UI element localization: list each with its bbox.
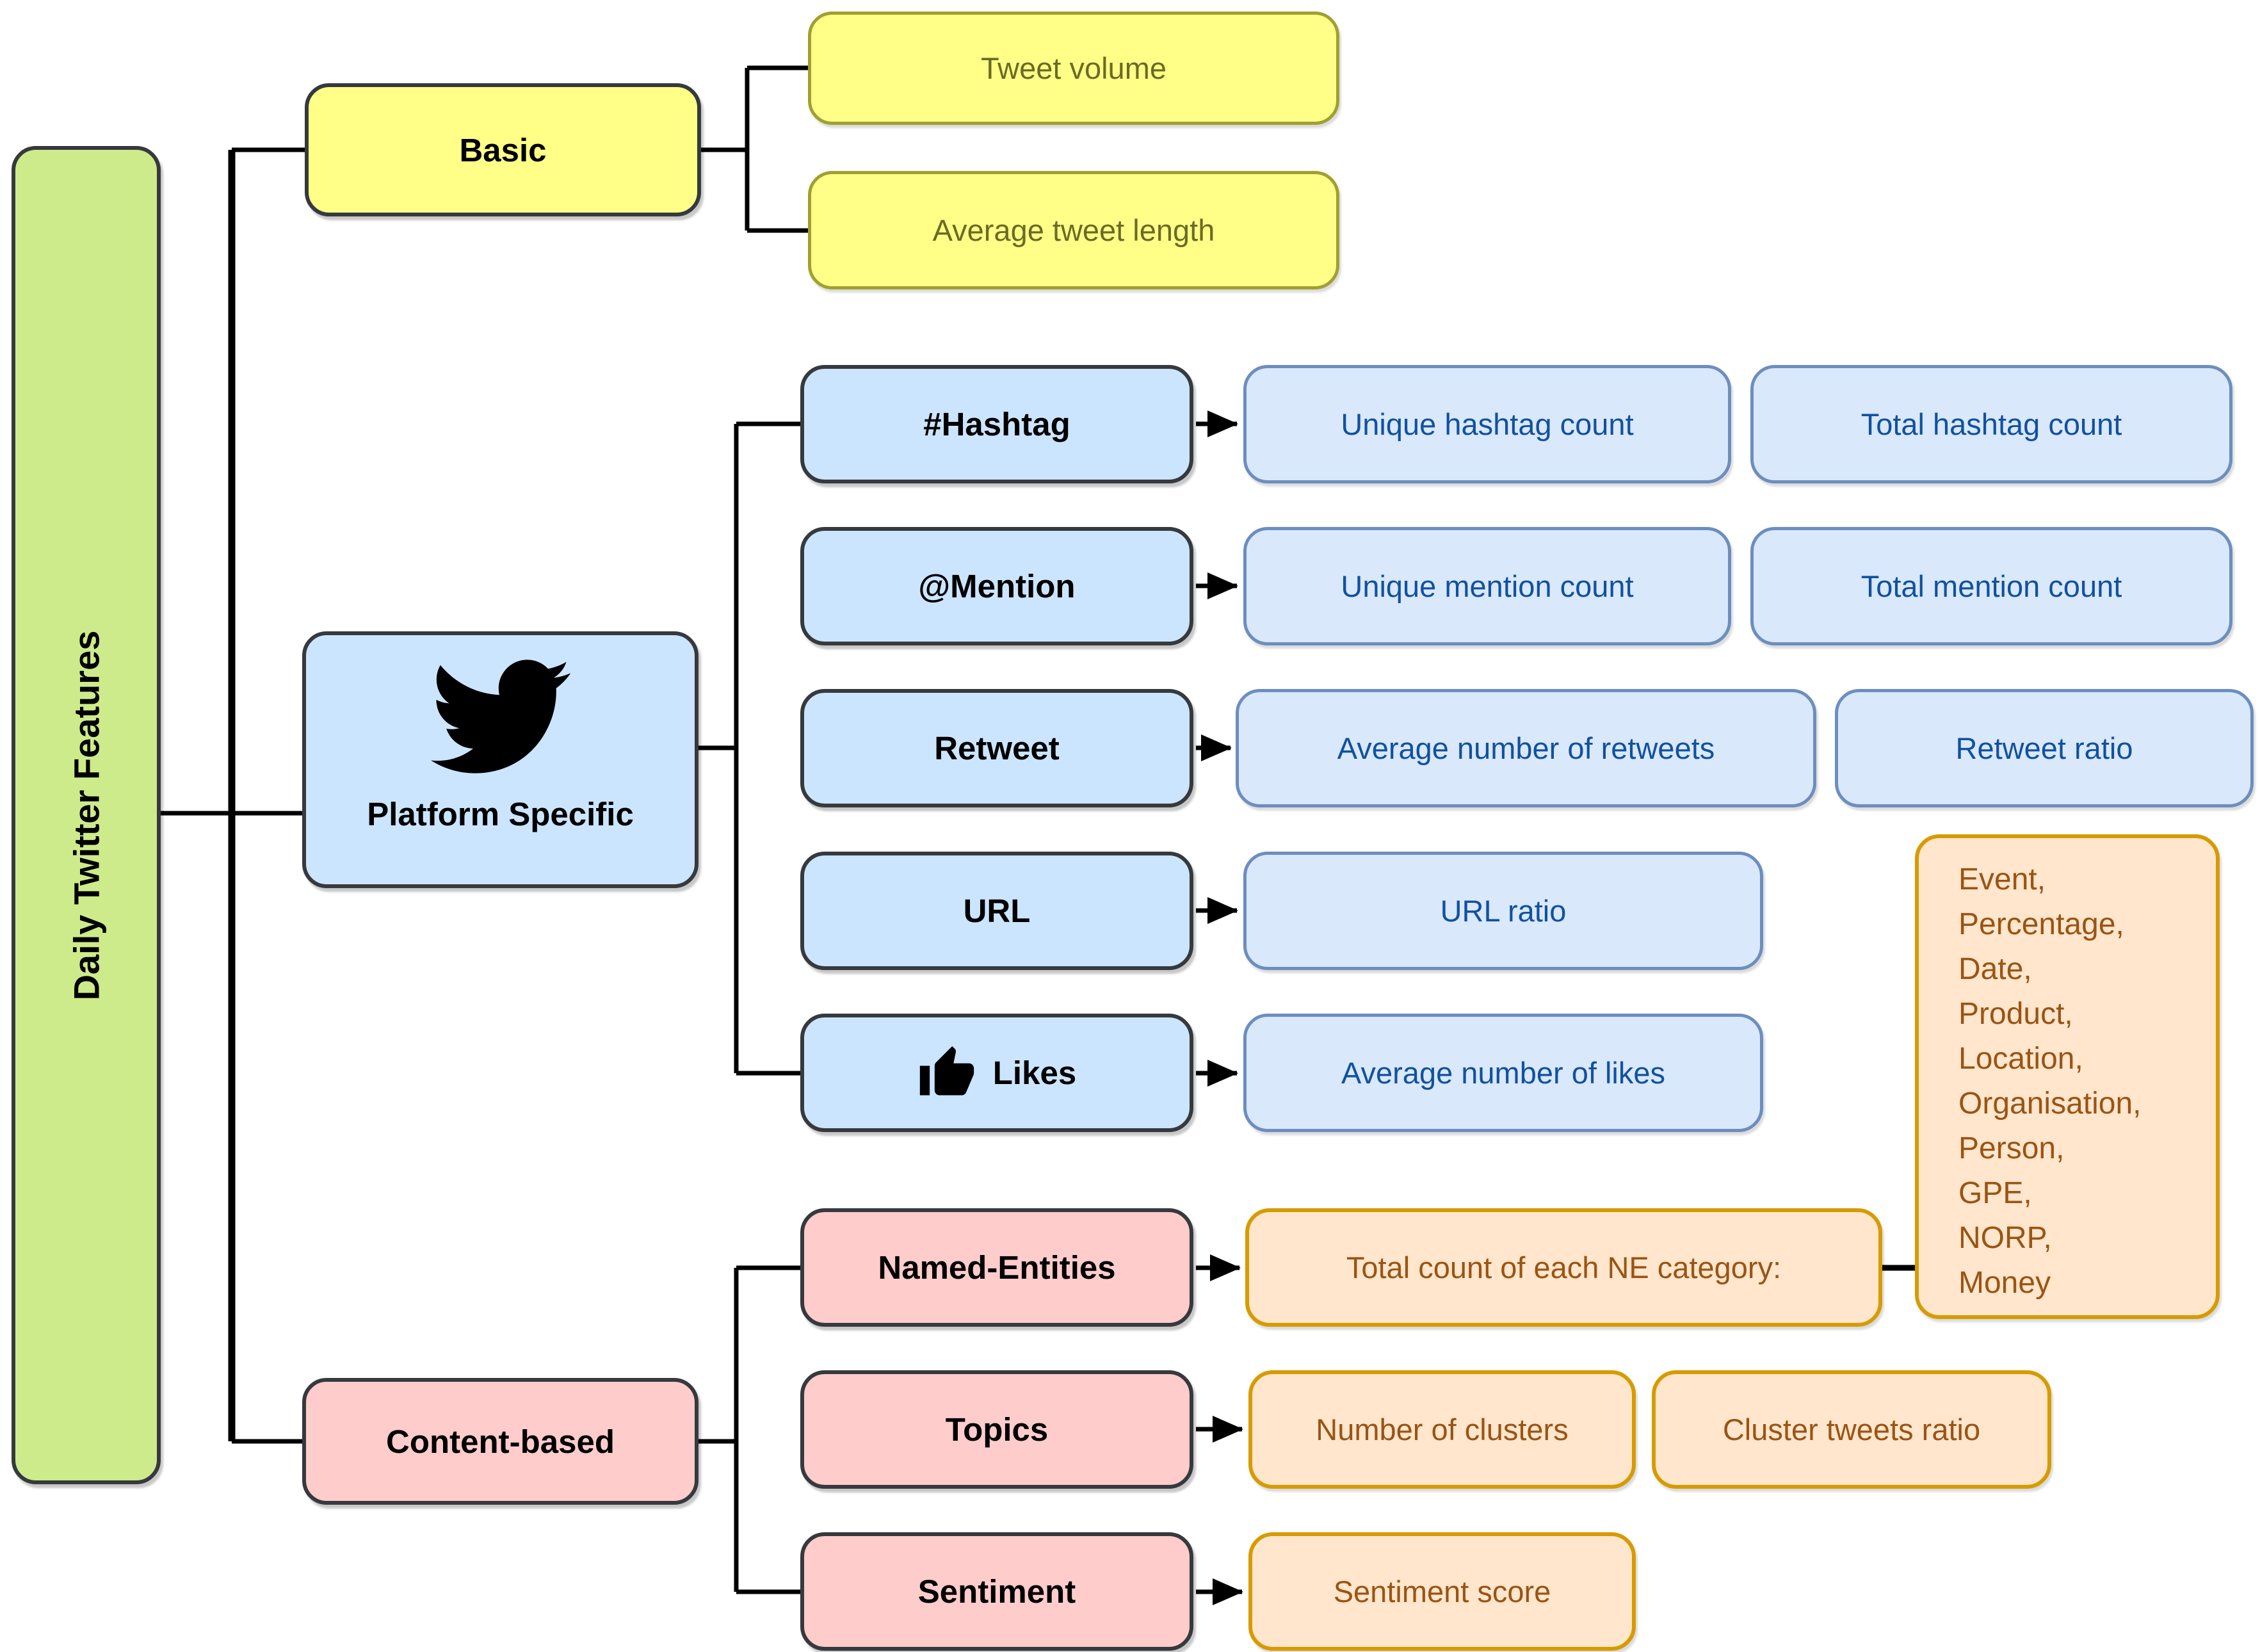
total-mention-count-box: Total mention count	[1750, 527, 2232, 645]
sentiment-label: Sentiment	[917, 1573, 1076, 1610]
hashtag-box: #Hashtag	[800, 365, 1193, 483]
named-entities-box: Named-Entities	[800, 1208, 1193, 1327]
average-number-of-retweets-label: Average number of retweets	[1337, 731, 1715, 765]
ne-total-count-label: Total count of each NE category:	[1346, 1251, 1782, 1284]
url-ratio-box: URL ratio	[1243, 852, 1763, 970]
named-entities-label: Named-Entities	[878, 1249, 1116, 1286]
url-box: URL	[800, 852, 1193, 970]
basic-category-box: Basic	[305, 83, 701, 216]
sentiment-score-box: Sentiment score	[1248, 1532, 1636, 1651]
content-based-category-box: Content-based	[302, 1378, 698, 1505]
cluster-tweets-ratio-box: Cluster tweets ratio	[1652, 1370, 2051, 1489]
mention-label: @Mention	[918, 568, 1076, 604]
retweet-ratio-box: Retweet ratio	[1835, 689, 2254, 807]
mention-box: @Mention	[800, 527, 1193, 645]
retweet-box: Retweet	[800, 689, 1193, 807]
hashtag-label: #Hashtag	[923, 406, 1070, 442]
unique-hashtag-count-label: Unique hashtag count	[1341, 407, 1634, 441]
likes-box: Likes	[800, 1014, 1193, 1132]
url-label: URL	[963, 893, 1031, 929]
twitter-bird-icon	[430, 660, 570, 773]
thumbs-up-icon	[919, 1046, 974, 1095]
retweet-label: Retweet	[934, 730, 1060, 766]
content-based-category-label: Content-based	[386, 1423, 615, 1460]
tweet-volume-label: Tweet volume	[981, 51, 1166, 85]
average-number-of-likes-box: Average number of likes	[1243, 1014, 1763, 1132]
unique-mention-count-label: Unique mention count	[1341, 569, 1634, 603]
url-ratio-label: URL ratio	[1440, 894, 1567, 928]
average-number-of-retweets-box: Average number of retweets	[1236, 689, 1816, 807]
root-label: Daily Twitter Features	[66, 630, 106, 1000]
number-of-clusters-box: Number of clusters	[1248, 1370, 1636, 1489]
average-number-of-likes-label: Average number of likes	[1341, 1056, 1665, 1090]
likes-label: Likes	[992, 1055, 1077, 1091]
unique-mention-count-box: Unique mention count	[1243, 527, 1731, 645]
ne-categories-list: Event, Percentage, Date, Product, Locati…	[1958, 862, 2142, 1300]
total-hashtag-count-label: Total hashtag count	[1860, 407, 2122, 441]
sentiment-box: Sentiment	[800, 1532, 1193, 1651]
tweet-volume-box: Tweet volume	[808, 12, 1339, 125]
number-of-clusters-label: Number of clusters	[1316, 1413, 1569, 1446]
average-tweet-length-label: Average tweet length	[932, 213, 1215, 247]
ne-categories-list-box: Event, Percentage, Date, Product, Locati…	[1915, 834, 2220, 1319]
unique-hashtag-count-box: Unique hashtag count	[1243, 365, 1731, 483]
retweet-ratio-label: Retweet ratio	[1955, 731, 2133, 765]
average-tweet-length-box: Average tweet length	[808, 171, 1339, 289]
basic-category-label: Basic	[459, 131, 547, 168]
total-mention-count-label: Total mention count	[1860, 569, 2122, 603]
sentiment-score-label: Sentiment score	[1333, 1575, 1551, 1608]
topics-label: Topics	[945, 1411, 1049, 1448]
platform-specific-category-label: Platform Specific	[367, 796, 634, 832]
platform-specific-category-box: Platform Specific	[302, 631, 698, 888]
root-box-daily-twitter-features: Daily Twitter Features	[12, 146, 161, 1484]
total-hashtag-count-box: Total hashtag count	[1750, 365, 2232, 483]
cluster-tweets-ratio-label: Cluster tweets ratio	[1722, 1413, 1981, 1446]
topics-box: Topics	[800, 1370, 1193, 1489]
ne-total-count-box: Total count of each NE category:	[1245, 1208, 1882, 1327]
